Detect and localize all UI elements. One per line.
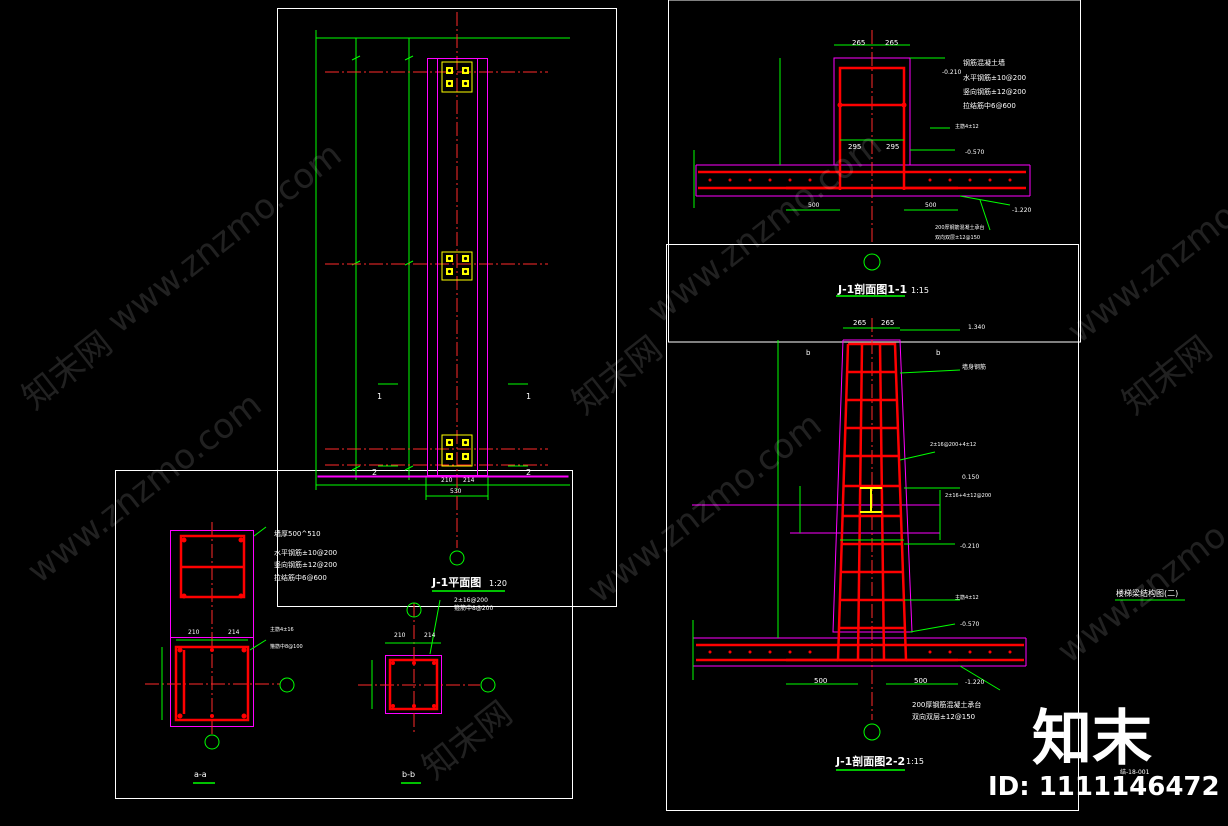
bolt-groups	[441, 61, 473, 467]
image-id: ID: 1111146472	[988, 772, 1220, 802]
s2-mid: 2±16+4±12@200	[945, 493, 992, 499]
aa-note-h: 水平钢筋±10@200	[274, 549, 338, 557]
s1-dim-295a: 295	[848, 143, 862, 151]
aa-note-wall: 墙厚500^510	[274, 530, 321, 538]
s2-scale: 1:15	[906, 757, 924, 766]
s1-elev-3: -1.220	[1012, 207, 1032, 214]
plan-axis-label-left-2: 2	[372, 468, 378, 477]
s2-elev-1: 0.150	[962, 474, 980, 481]
s2-steel-insert	[860, 487, 882, 513]
s1-axis-bubble	[863, 253, 881, 271]
s2-elev-0: 1.340	[968, 324, 986, 331]
aa-note-v: 竖向钢筋±12@200	[274, 561, 338, 569]
s2-section-mark-a: b	[806, 349, 811, 357]
s2-main: 主筋4±12	[955, 595, 979, 601]
s1-base-1: 200厚钢筋混凝土承台	[935, 225, 985, 231]
bb-dim-210: 210	[394, 632, 406, 639]
aa-note-stir: 箍筋中8@100	[270, 644, 303, 650]
section-2-2	[692, 318, 1185, 771]
plan-title: J-1平面图	[432, 576, 482, 589]
s2-rebar: 2±16@200+4±12	[930, 442, 977, 448]
bb-note-main: 2±16@200	[454, 597, 488, 604]
bb-axis-bubble-right	[480, 677, 496, 693]
aa-note-main: 主筋4±16	[270, 627, 294, 633]
aa-axis-bubble-bottom	[204, 734, 220, 750]
aa-axis-bubble-right	[279, 677, 295, 693]
s1-elev-2: -0.570	[965, 149, 985, 156]
s1-title: J-1剖面图1-1	[838, 283, 908, 296]
plan-axis-label-left: 1	[377, 392, 383, 401]
brand-logo: 知末	[1032, 704, 1152, 774]
bb-dim-214: 214	[424, 632, 436, 639]
section-aa	[145, 522, 295, 784]
s2-section-mark-b: b	[936, 349, 941, 357]
plan-dim-210: 210	[441, 477, 453, 484]
plan-scale: 1:20	[489, 579, 507, 588]
s1-elev-1: -0.210	[942, 69, 962, 76]
aa-dim-214: 214	[228, 629, 240, 636]
aa-dim-210: 210	[188, 629, 200, 636]
bb-axis-bubble-top	[406, 602, 422, 618]
s2-base-2: 双向双层±12@150	[912, 713, 976, 721]
s1-dim-295b: 295	[886, 143, 900, 151]
plan-axis-bubble	[449, 550, 465, 566]
s1-dim-265b: 265	[885, 39, 899, 47]
section2-frame	[666, 244, 1079, 811]
s2-base-1: 200厚钢筋混凝土承台	[912, 701, 982, 709]
s2-dim-500b: 500	[914, 677, 928, 685]
s1-dim-500b: 500	[925, 202, 937, 209]
s1-scale: 1:15	[911, 286, 929, 295]
aa-title: a-a	[194, 770, 207, 779]
s2-elev-2: -0.210	[960, 543, 980, 550]
aa-note-tie: 拉结筋中6@600	[274, 574, 327, 582]
s1-note-d: 拉结筋中6@600	[963, 102, 1016, 110]
viewport-frames	[115, 0, 1081, 811]
s2-dim-265: 265	[853, 319, 867, 327]
s1-base-2: 双向双层±12@150	[935, 235, 981, 241]
s1-note-b: 水平钢筋±10@200	[963, 74, 1027, 82]
s1-note-a: 钢筋混凝土墙	[963, 59, 1005, 67]
s2-elev-3: -0.570	[960, 621, 980, 628]
section-1-1	[693, 30, 1031, 297]
plan-view	[315, 12, 570, 592]
s2-dim-215: 265	[881, 319, 895, 327]
section-view-frame	[115, 470, 573, 799]
plan-dim-530: 530	[450, 488, 462, 495]
page-ref: 结-18-001	[1120, 769, 1150, 776]
s2-title: J-1剖面图2-2	[836, 755, 906, 768]
section-bb	[358, 599, 496, 784]
s1-note-c: 竖向钢筋±12@200	[963, 88, 1027, 96]
bb-title: b-b	[402, 770, 416, 779]
s2-side: 墙身钢筋	[962, 364, 987, 371]
s2-axis-bubble	[863, 723, 881, 741]
s2-dim-500a: 500	[814, 677, 828, 685]
s1-note-main: 主筋4±12	[955, 124, 979, 130]
s1-dim-265a: 265	[852, 39, 866, 47]
plan-view-frame	[277, 8, 617, 607]
plan-axis-label-right-2: 2	[526, 468, 532, 477]
s1-dim-500a: 500	[808, 202, 820, 209]
bb-note-stir: 箍筋中8@200	[454, 605, 494, 612]
plan-axis-label-right: 1	[526, 392, 532, 401]
s2-rebar-cage	[696, 342, 1024, 662]
section1-frame	[668, 0, 1081, 343]
side-title: 楼梯梁结构图(二)	[1116, 589, 1179, 598]
plan-dim-214: 214	[463, 477, 475, 484]
s2-elev-4: -1.220	[965, 679, 985, 686]
